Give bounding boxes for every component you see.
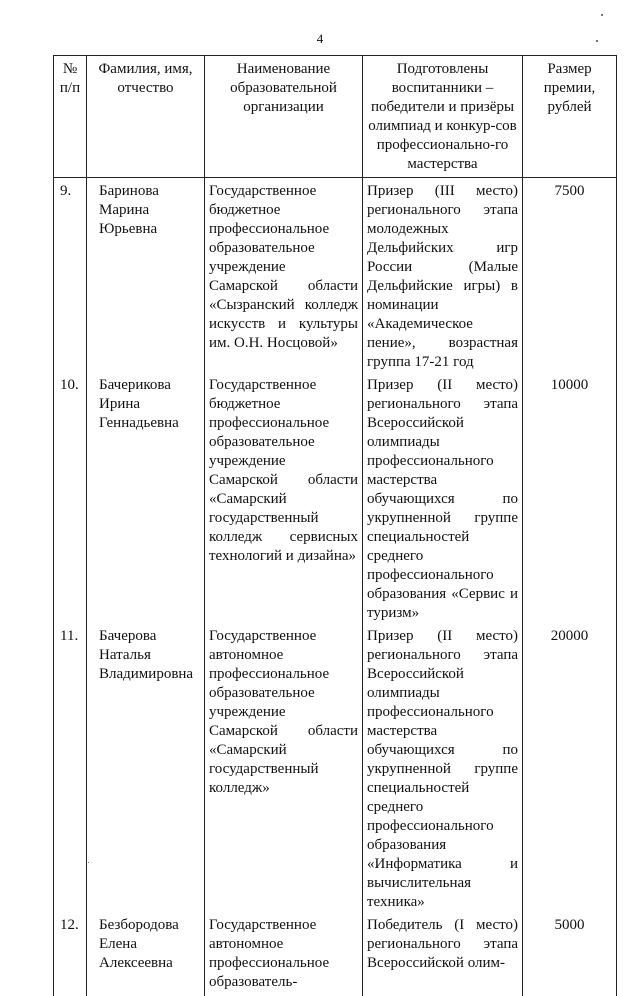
row-full-name: Бачерикова Ирина Геннадьевна: [87, 372, 205, 623]
row-number: 9.: [54, 178, 87, 373]
table-body: 9. Баринова Марина Юрьевна Государственн…: [54, 178, 617, 996]
row-organization: Государственное бюджетное профессиональн…: [205, 178, 363, 373]
row-achievement: Победитель (I место) регионального этапа…: [363, 912, 523, 996]
row-number: 11.: [54, 623, 87, 912]
row-full-name: Бачерова Наталья Владимировна: [87, 623, 205, 912]
row-full-name: Баринова Марина Юрьевна: [87, 178, 205, 373]
row-achievement: Призер (II место) регионального этапа Вс…: [363, 372, 523, 623]
header-organization: Наименование образовательной организации: [205, 56, 363, 178]
header-award-amount: Размер премии, рублей: [523, 56, 617, 178]
table-row: 11. Бачерова Наталья Владимировна Госуда…: [54, 623, 617, 912]
row-organization: Государственное бюджетное профессиональн…: [205, 372, 363, 623]
row-award-amount: 20000: [523, 623, 617, 912]
table-row: 9. Баринова Марина Юрьевна Государственн…: [54, 178, 617, 373]
header-achievement: Подготовлены воспитанники – победители и…: [363, 56, 523, 178]
row-number: 12.: [54, 912, 87, 996]
table-row: 10. Бачерикова Ирина Геннадьевна Государ…: [54, 372, 617, 623]
row-number: 10.: [54, 372, 87, 623]
awards-table: № п/п Фамилия, имя, отчество Наименовани…: [53, 55, 617, 996]
row-achievement: Призер (III место) регионального этапа м…: [363, 178, 523, 373]
row-full-name: Безбородова Елена Алексеевна: [87, 912, 205, 996]
row-organization: Государственное автономное профессиональ…: [205, 623, 363, 912]
table-header: № п/п Фамилия, имя, отчество Наименовани…: [54, 56, 617, 178]
page-number: 4: [0, 31, 640, 47]
scan-speck: [601, 14, 603, 16]
scan-speck: [596, 40, 598, 42]
row-award-amount: 7500: [523, 178, 617, 373]
header-row: № п/п Фамилия, имя, отчество Наименовани…: [54, 56, 617, 178]
row-organization: Государственное автономное профессиональ…: [205, 912, 363, 996]
table-row: 12. Безбородова Елена Алексеевна Государ…: [54, 912, 617, 996]
row-achievement: Призер (II место) регионального этапа Вс…: [363, 623, 523, 912]
row-award-amount: 10000: [523, 372, 617, 623]
header-number: № п/п: [54, 56, 87, 178]
header-full-name: Фамилия, имя, отчество: [87, 56, 205, 178]
row-award-amount: 5000: [523, 912, 617, 996]
